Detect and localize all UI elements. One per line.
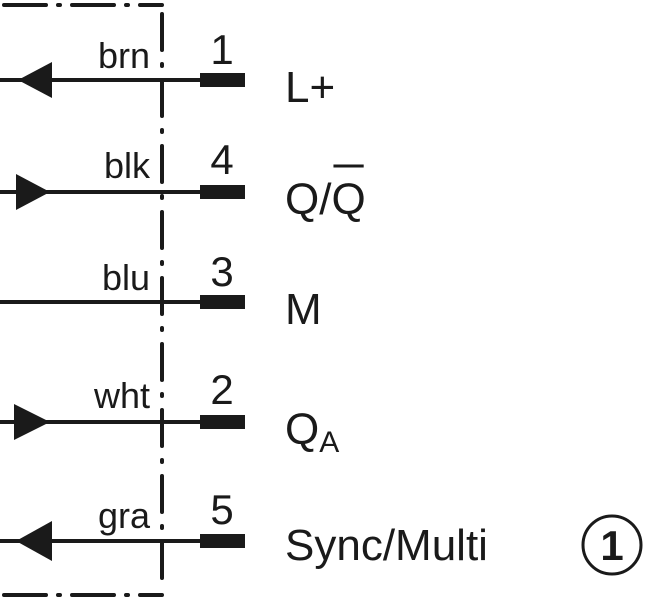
footnote-marker-circle (581, 514, 643, 576)
signal-label: Sync/Multi (285, 521, 488, 570)
wire-row-2: blk 4 Q/Q (0, 136, 366, 224)
signal-label: L+ (285, 63, 335, 112)
signal-label: M (285, 285, 322, 334)
pin-terminal (200, 73, 245, 87)
wire-row-5: gra 5 Sync/Multi 1 (0, 486, 643, 576)
pin-number: 4 (210, 136, 233, 183)
pin-number: 3 (210, 248, 233, 295)
wire-row-1: brn 1 L+ (0, 26, 335, 112)
wire-color-label: blk (104, 145, 151, 186)
arrow-right-icon (16, 174, 50, 210)
wire-color-label: blu (102, 257, 150, 298)
wire-row-3: blu 3 M (0, 248, 322, 334)
wire-color-label: wht (93, 375, 150, 416)
pin-number: 5 (210, 486, 233, 533)
footnote-marker: 1 (600, 522, 623, 569)
arrow-right-icon (14, 404, 50, 440)
arrow-left-icon (16, 521, 52, 561)
signal-label: Q/Q (285, 175, 366, 224)
arrow-left-icon (18, 62, 52, 98)
pin-number: 1 (210, 26, 233, 73)
pin-terminal (200, 295, 245, 309)
wire-color-label: gra (98, 495, 151, 536)
wire-row-4: wht 2 QA (0, 366, 339, 459)
pin-terminal (200, 415, 245, 429)
pin-terminal (200, 534, 245, 548)
pin-number: 2 (210, 366, 233, 413)
pin-terminal (200, 185, 245, 199)
signal-label: QA (285, 405, 339, 459)
wire-color-label: brn (98, 35, 150, 76)
